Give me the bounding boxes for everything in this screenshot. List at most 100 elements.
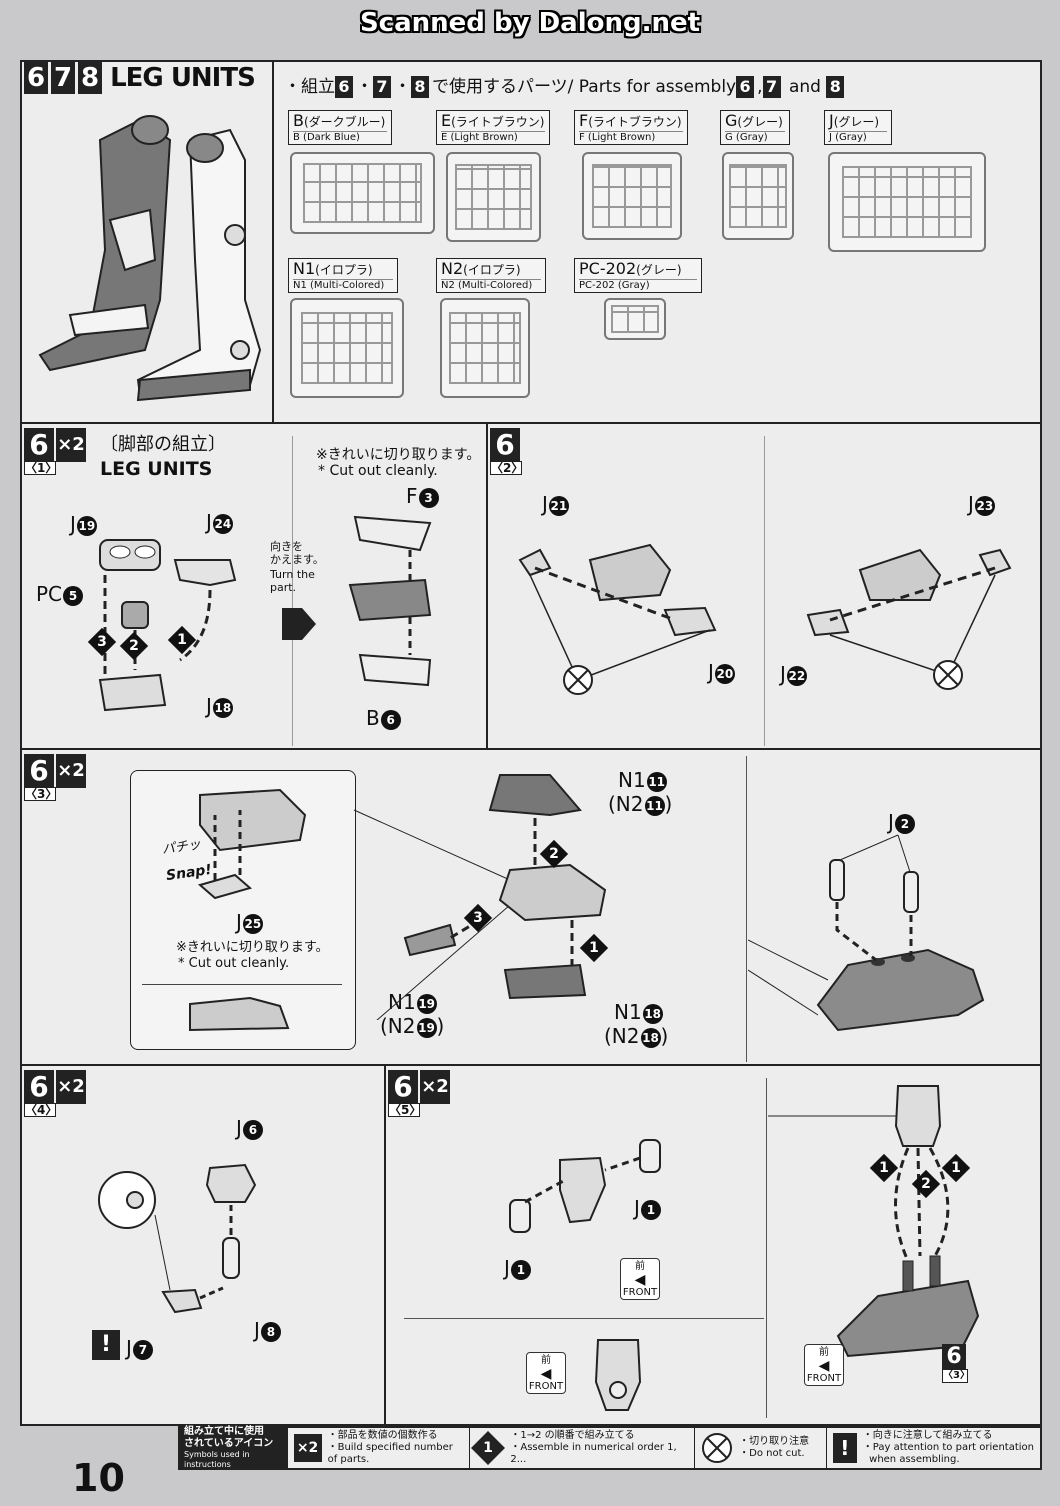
label-j7-letter: J <box>126 1336 132 1360</box>
label-j23-letter: J <box>968 492 974 516</box>
turn-arrow-icon <box>282 608 316 640</box>
step-6-2-header: 6 〈2〉 <box>490 428 524 475</box>
step-6-2-number: 6 <box>490 428 520 462</box>
label-n2-18-num: 18 <box>640 1027 661 1048</box>
do-not-cut-icon <box>702 1433 733 1463</box>
runner-n1-en: N1 (Multi-Colored) <box>293 279 393 291</box>
label-j2-letter: J <box>888 810 894 834</box>
cut-cleanly-jp: ※きれいに切り取ります。 <box>316 447 481 463</box>
front-indicator-3: 前◀FRONT <box>804 1344 844 1386</box>
runner-e-code: E <box>441 111 452 130</box>
label-b6-letter: B <box>366 706 380 730</box>
step-6-2-sub: 〈2〉 <box>490 461 524 475</box>
step-6-5-order-2: 2 <box>911 1169 941 1199</box>
legend-order-en: ・Assemble in numerical order 1, 2... <box>510 1442 677 1465</box>
label-j8-letter: J <box>254 1318 260 1342</box>
parts-and: and <box>788 77 821 97</box>
step-6-5-drawing <box>509 1139 661 1233</box>
runner-j-code: J <box>829 111 834 130</box>
parts-jp-prefix: ・組立 <box>284 77 335 97</box>
runner-n2-illustration <box>440 298 530 398</box>
step-6-3-reference: 6 〈3〉 <box>942 1344 970 1383</box>
sep-dot-2: ・ <box>394 77 411 97</box>
step-6-1-cover-drawing <box>348 515 432 687</box>
label-j20-num: 20 <box>714 663 735 684</box>
label-n1-11-letter: N1 <box>618 768 646 792</box>
runner-n1-illustration <box>290 298 404 398</box>
label-b6-num: 6 <box>380 709 401 730</box>
step-6-5-result-drawing <box>594 1339 642 1411</box>
order-2-text: 2 <box>129 638 139 654</box>
legend-order: 1 ・1→2 の順番で組み立てる・Assemble in numerical o… <box>470 1428 696 1468</box>
label-j24-num: 24 <box>212 513 233 534</box>
step-6-3-order-2: 2 <box>539 839 569 869</box>
runner-f-jp: (ライトブラウン) <box>588 115 682 129</box>
divider-row-3 <box>20 1064 1042 1066</box>
runner-g-code: G <box>725 111 738 130</box>
front-3-jp: 前 <box>819 1347 829 1358</box>
runner-n1-code: N1 <box>293 259 316 278</box>
step-6-1-multiplier: ×2 <box>56 428 86 462</box>
legend-x2-icon: ×2 <box>293 1434 322 1462</box>
label-f3-letter: F <box>406 484 418 508</box>
legend-warn-jp: ・向きに注意して組み立てる <box>862 1430 993 1441</box>
legend-title-en: Symbols used in instructions <box>184 1450 250 1469</box>
legend-title: 組み立て中に使用 されているアイコン Symbols used in instr… <box>180 1426 288 1469</box>
divider-6-3-inner <box>746 756 747 1062</box>
label-pc5-num: 5 <box>63 585 84 606</box>
section-title: LEG UNITS <box>110 63 256 93</box>
label-j1-right-letter: J <box>634 1196 640 1220</box>
order-3: 3 <box>87 627 117 657</box>
step-6-3-multiplier: ×2 <box>56 754 86 788</box>
step-6-5-header: 6×2 〈5〉 <box>388 1070 450 1117</box>
step-6-5-multiplier: ×2 <box>420 1070 450 1104</box>
step-6-3-header: 6×2 〈3〉 <box>24 754 86 801</box>
runner-n2-jp: (イロプラ) <box>463 263 521 277</box>
runner-b-en: B (Dark Blue) <box>293 131 387 143</box>
label-j6-letter: J <box>236 1116 242 1140</box>
front-2-arrow-icon: ◀ <box>540 1366 552 1382</box>
parts-jp-mid: で使用するパーツ/ Parts for assembly <box>432 77 737 97</box>
inline-step-8b: 8 <box>826 76 845 98</box>
label-j7-num: 7 <box>132 1339 153 1360</box>
runner-g-jp: (グレー) <box>737 115 783 129</box>
label-j8-num: 8 <box>260 1321 281 1342</box>
step-6-4-drawing <box>98 1163 257 1314</box>
label-j1-left-num: 1 <box>510 1259 531 1280</box>
label-j22-num: 22 <box>786 665 807 686</box>
runner-j-illustration <box>828 152 986 252</box>
step-6-4-multiplier: ×2 <box>56 1070 86 1104</box>
runner-g-en: G (Gray) <box>725 131 785 143</box>
runner-tag-j: J(グレー)J (Gray) <box>824 110 892 145</box>
inline-step-6: 6 <box>335 76 353 98</box>
order-1-text: 1 <box>177 632 187 648</box>
label-j18-letter: J <box>206 694 212 718</box>
divider-6-2-inner <box>764 436 765 746</box>
ref-step-number: 6 <box>942 1344 966 1370</box>
step-6-5-inner-divider <box>404 1318 764 1319</box>
header-step-6: 6 <box>24 62 48 94</box>
label-j25-num: 25 <box>242 913 263 934</box>
runner-tag-g: G(グレー) G (Gray) <box>720 110 790 145</box>
front-3-en: FRONT <box>806 1373 842 1384</box>
runner-pc202-illustration <box>604 298 666 340</box>
runner-b-illustration <box>290 152 435 234</box>
step-6-4-sub: 〈4〉 <box>24 1103 58 1117</box>
divider-6-4-6-5 <box>384 1064 386 1426</box>
legend-order-jp: ・1→2 の順番で組み立てる <box>510 1430 635 1441</box>
turn-part-jp: 向きを かえます。 <box>270 540 324 566</box>
legend-x2-en: ・Build specified number of parts. <box>327 1442 453 1465</box>
step-6-3-order-1-text: 1 <box>589 940 599 956</box>
runner-b-jp: (ダークブルー) <box>303 115 386 129</box>
step-6-3-cut-jp: ※きれいに切り取ります。 <box>176 940 329 955</box>
inline-step-7: 7 <box>373 76 391 98</box>
front-2-en: FRONT <box>528 1381 564 1392</box>
